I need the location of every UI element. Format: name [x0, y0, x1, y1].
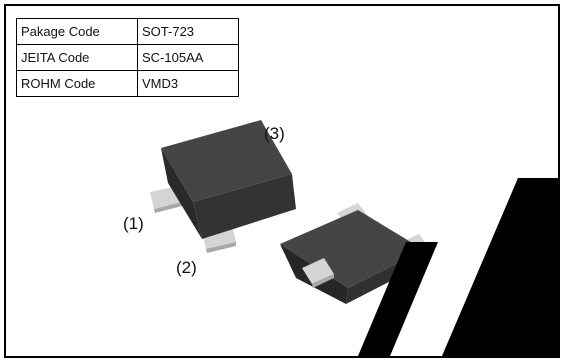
chip-body-side — [193, 174, 296, 239]
chip-body-front — [161, 148, 202, 239]
table-value-rohm-code: VMD3 — [137, 70, 239, 97]
package-code-table: Pakage Code SOT-723 JEITA Code SC-105AA … — [16, 18, 239, 97]
figure-frame: Pakage Code SOT-723 JEITA Code SC-105AA … — [4, 4, 560, 358]
table-key-rohm-code: ROHM Code — [16, 70, 138, 97]
package-illustration — [150, 120, 558, 356]
pin-label-3: (3) — [264, 124, 285, 143]
table-key-jeita-code: JEITA Code — [16, 44, 138, 71]
table-key-package-code: Pakage Code — [16, 18, 138, 45]
pin-label-1: (1) — [123, 214, 144, 233]
lead-front — [302, 258, 334, 284]
diagonal-mark — [442, 178, 558, 356]
chip-body-top — [161, 120, 292, 202]
table-row: Pakage Code SOT-723 — [16, 18, 239, 45]
table-row: ROHM Code VMD3 — [16, 70, 239, 97]
chip-top-view — [150, 120, 296, 253]
chip-body-top-2 — [280, 210, 424, 288]
diagonal-mark-2 — [358, 242, 438, 356]
table-value-package-code: SOT-723 — [137, 18, 239, 45]
pin-label-2: (2) — [176, 258, 197, 277]
